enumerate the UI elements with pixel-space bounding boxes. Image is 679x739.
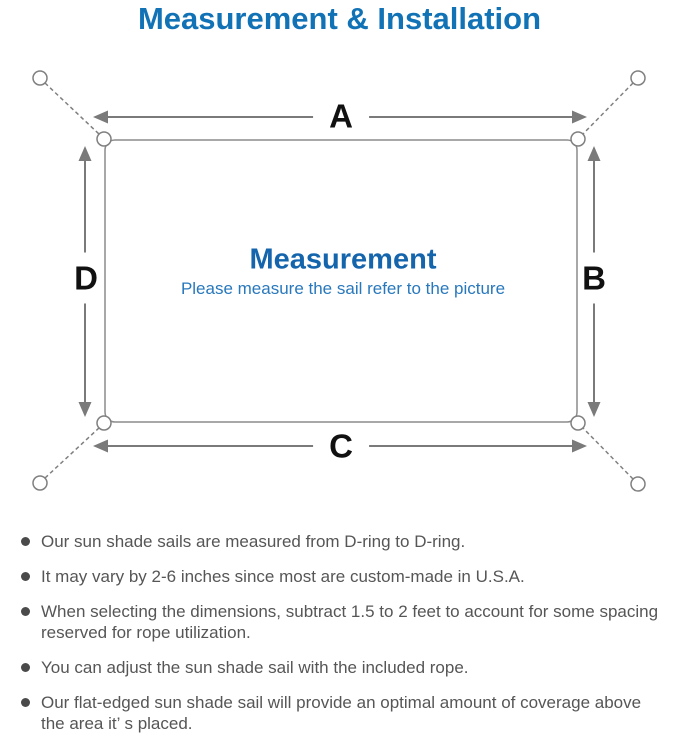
sail-center-title: Measurement bbox=[249, 243, 437, 276]
d-rings bbox=[96, 131, 586, 431]
anchor-circle-top-right bbox=[630, 70, 646, 86]
notes-list: Our sun shade sails are measured from D-… bbox=[20, 531, 668, 739]
bullet-icon bbox=[21, 698, 30, 707]
list-item: It may vary by 2-6 inches since most are… bbox=[20, 566, 668, 587]
sail-outline bbox=[104, 139, 578, 423]
note-text: You can adjust the sun shade sail with t… bbox=[41, 658, 469, 677]
d-ring-bottom-left bbox=[96, 415, 112, 431]
list-item: When selecting the dimensions, subtract … bbox=[20, 601, 668, 643]
anchor-circle-bottom-right bbox=[630, 476, 646, 492]
sail-center-subtitle: Please measure the sail refer to the pic… bbox=[180, 279, 506, 298]
rope-bottom-left bbox=[44, 426, 101, 479]
dimension-label-a: A bbox=[313, 99, 369, 133]
anchor-points bbox=[32, 70, 646, 492]
note-text: When selecting the dimensions, subtract … bbox=[41, 602, 659, 642]
d-ring-top-left bbox=[96, 131, 112, 147]
page-title: Measurement & Installation bbox=[137, 1, 542, 36]
rope-bottom-right bbox=[581, 426, 634, 480]
list-item: Our sun shade sails are measured from D-… bbox=[20, 531, 668, 552]
rope-lines bbox=[44, 82, 634, 480]
d-ring-bottom-right bbox=[570, 415, 586, 431]
dimension-label-c: C bbox=[313, 429, 369, 463]
list-item: Our flat-edged sun shade sail will provi… bbox=[20, 692, 668, 734]
dimension-label-b: B bbox=[580, 252, 608, 304]
dimension-label-d: D bbox=[72, 252, 100, 304]
rope-top-right bbox=[581, 82, 634, 136]
bullet-icon bbox=[21, 537, 30, 546]
rope-top-left bbox=[44, 82, 101, 136]
anchor-circle-top-left bbox=[32, 70, 48, 86]
note-text: Our sun shade sails are measured from D-… bbox=[41, 532, 466, 551]
list-item: You can adjust the sun shade sail with t… bbox=[20, 657, 668, 678]
note-text: It may vary by 2-6 inches since most are… bbox=[41, 567, 525, 586]
bullet-icon bbox=[21, 607, 30, 616]
anchor-circle-bottom-left bbox=[32, 475, 48, 491]
bullet-icon bbox=[21, 663, 30, 672]
note-text: Our flat-edged sun shade sail will provi… bbox=[41, 693, 642, 733]
bullet-icon bbox=[21, 572, 30, 581]
sail-measurement-diagram bbox=[32, 70, 646, 492]
d-ring-top-right bbox=[570, 131, 586, 147]
